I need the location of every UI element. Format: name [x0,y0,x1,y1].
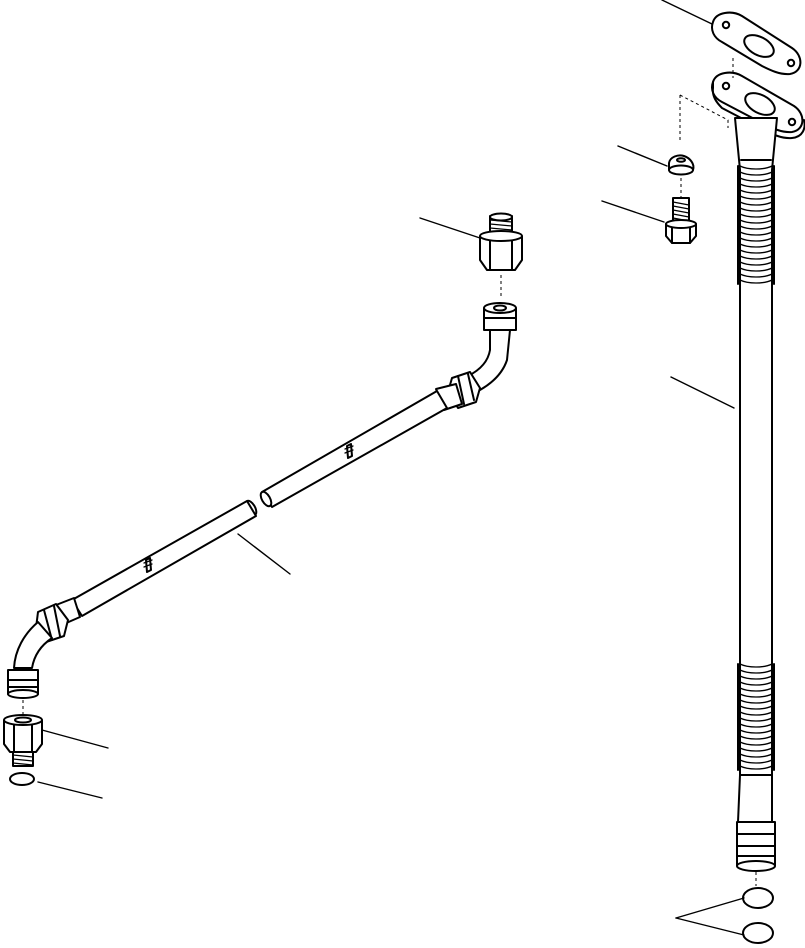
bellows-ridge [739,165,773,170]
bottom-o-rings [742,887,774,944]
bellows-ridge [739,195,773,200]
bellows-ridge [739,663,773,668]
vertical-tube [734,117,778,872]
bellows-ridge [739,207,773,212]
lower-connector [3,714,43,767]
bellows-ridge [739,747,773,752]
bellows-ridge [739,213,773,218]
washer [668,154,695,176]
bellows-ridge [739,675,773,680]
upper-connector [479,212,523,271]
bellows-ridge [739,219,773,224]
alignment-line [679,94,729,128]
long-hose [7,302,517,699]
bellows-ridge [739,687,773,692]
bellows-ridge [739,705,773,710]
bellows-ridge [739,741,773,746]
bellows-ridge [739,681,773,686]
bellows-ridge [739,255,773,260]
bellows-ridge [739,237,773,242]
gasket-upper [711,11,802,76]
bellows-ridge [739,669,773,674]
bellows-ridge [739,759,773,764]
bellows-ridge [739,201,773,206]
bellows-ridge [739,753,773,758]
bellows-ridge [739,729,773,734]
bellows-ridge [739,699,773,704]
bellows-ridge [739,735,773,740]
bellows-ridge [739,189,773,194]
bellows-outline [737,663,775,771]
bellows-ridge [739,267,773,272]
bolt [665,197,697,244]
bellows-ridge [739,765,773,770]
bellows-ridge [739,273,773,278]
small-o-ring [9,772,35,786]
bellows-ridge [739,693,773,698]
bellows-outline [737,165,775,285]
bellows-ridge [739,225,773,230]
bellows-ridge [739,177,773,182]
bellows-ridge [739,171,773,176]
bellows-ridge [739,279,773,284]
bellows-ridge [739,723,773,728]
bellows-ridge [739,249,773,254]
bellows-ridge [739,183,773,188]
bellows-ridge [739,261,773,266]
bellows-ridge [739,717,773,722]
bellows-ridge [739,231,773,236]
bellows-ridge [739,711,773,716]
bellows-ridge [739,243,773,248]
leader-lines [37,0,745,936]
